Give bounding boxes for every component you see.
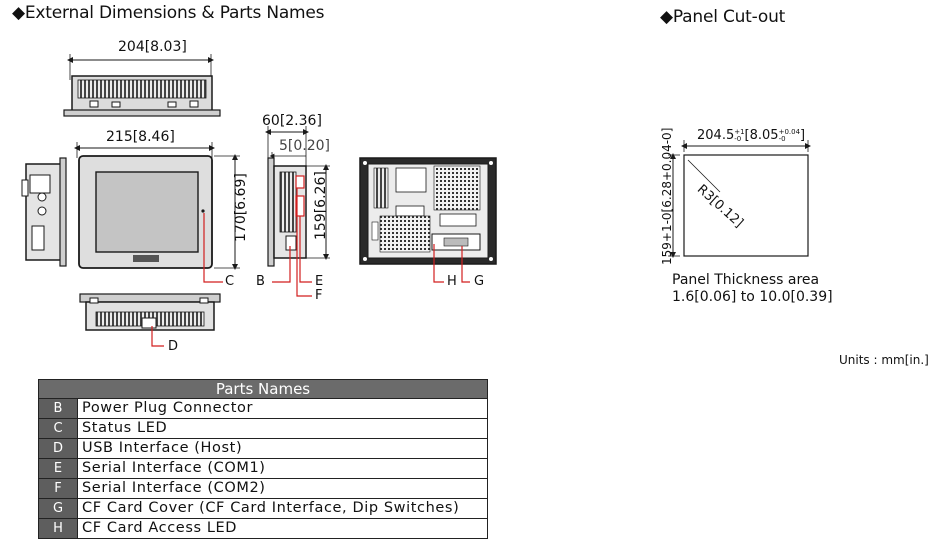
cutout-width-label: 204.5+1-0[8.05+0.04-0] <box>697 127 806 143</box>
panel-cutout-drawing <box>668 140 811 258</box>
part-name: Serial Interface (COM1) <box>82 460 266 476</box>
part-letter: D <box>39 439 78 458</box>
dim-front-height: 170[6.69] <box>233 173 249 242</box>
dim-top-width: 204[8.03] <box>118 39 187 55</box>
callout-g: G <box>474 274 485 289</box>
bottom-view <box>79 293 221 347</box>
callout-e: E <box>315 274 324 289</box>
dim-front-width: 215[8.46] <box>106 129 175 145</box>
part-name: Serial Interface (COM2) <box>82 480 266 496</box>
units-label: Units : mm[in.] <box>839 353 929 367</box>
top-view <box>63 54 221 117</box>
dim-depth: 60[2.36] <box>262 113 322 129</box>
panel-thickness-title: Panel Thickness area <box>672 272 820 288</box>
right-side-view <box>265 126 330 297</box>
part-letter: H <box>39 519 78 538</box>
part-letter: G <box>39 499 78 518</box>
part-letter: E <box>39 459 78 478</box>
left-side-view <box>21 157 67 267</box>
panel-thickness-range: 1.6[0.06] to 10.0[0.39] <box>672 289 833 305</box>
part-letter: B <box>39 399 78 418</box>
parts-table-title: Parts Names <box>39 380 487 399</box>
callout-f: F <box>315 288 323 303</box>
part-letter: F <box>39 479 78 498</box>
part-letter: C <box>39 419 78 438</box>
part-name: Power Plug Connector <box>82 400 254 416</box>
part-name: CF Card Access LED <box>82 520 238 536</box>
section-heading-external: ◆External Dimensions & Parts Names <box>12 3 325 23</box>
section-heading-cutout: ◆Panel Cut-out <box>660 7 786 27</box>
callout-b: B <box>256 274 265 289</box>
part-name: CF Card Cover (CF Card Interface, Dip Sw… <box>82 500 460 516</box>
front-view <box>74 142 240 283</box>
callout-h: H <box>447 274 457 289</box>
part-name: USB Interface (Host) <box>82 440 243 456</box>
callout-c: C <box>225 274 235 289</box>
callout-d: D <box>168 339 179 354</box>
dim-bezel: 5[0.20] <box>279 138 331 154</box>
rear-view <box>359 157 497 283</box>
dim-side-height: 159[6.26] <box>313 171 329 240</box>
part-name: Status LED <box>82 420 168 436</box>
cutout-height-label: 159+1-0[6.28+0.04-0] <box>660 127 674 265</box>
